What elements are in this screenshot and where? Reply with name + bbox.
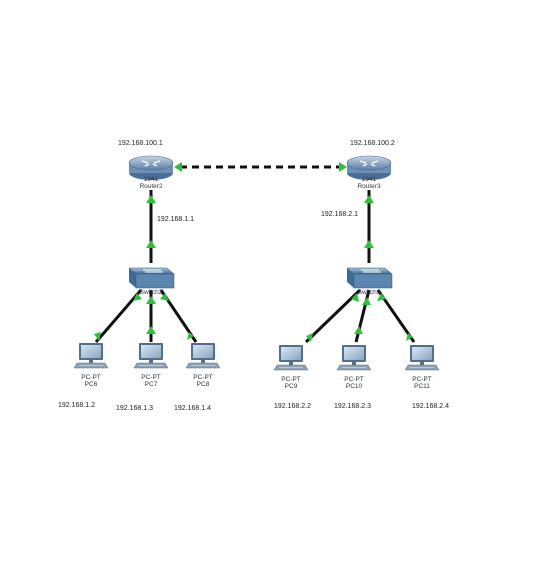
switch3-icon[interactable] xyxy=(346,267,393,289)
pc9-icon[interactable] xyxy=(273,345,309,371)
port-up-indicator xyxy=(94,332,101,341)
port-up-indicator xyxy=(354,326,363,334)
pc6-ip-label: 192.168.1.2 xyxy=(58,402,95,409)
router3-lan-ip-label: 192.168.2.1 xyxy=(321,211,358,218)
pc7-ip-label: 192.168.1.3 xyxy=(116,405,153,412)
port-indicators xyxy=(94,162,413,342)
port-up-indicator xyxy=(339,162,347,172)
port-up-indicator xyxy=(406,333,413,341)
pc8-icon[interactable] xyxy=(185,343,221,369)
port-up-indicator xyxy=(174,162,182,172)
pc10-icon[interactable] xyxy=(336,345,372,371)
port-up-indicator xyxy=(146,240,156,248)
pc8-ip-label: 192.168.1.4 xyxy=(174,405,211,412)
port-up-indicator xyxy=(377,293,386,301)
port-up-indicator xyxy=(146,296,156,304)
port-up-indicator xyxy=(364,195,374,203)
port-up-indicator xyxy=(187,332,194,340)
router3-ip-label: 192.168.100.2 xyxy=(350,140,395,147)
pc9-ip-label: 192.168.2.2 xyxy=(274,403,311,410)
link-switch3-pc9[interactable] xyxy=(304,288,362,344)
link-switch2-pc6[interactable] xyxy=(94,289,143,343)
switch2-label: Switch2 xyxy=(139,289,163,296)
router2-model: 1941 xyxy=(143,176,159,183)
port-up-indicator xyxy=(351,293,359,302)
switch2-icon[interactable] xyxy=(128,267,175,289)
router2-ip-label: 192.168.100.1 xyxy=(118,140,163,147)
port-up-indicator xyxy=(362,297,371,305)
router3-label: 1941 Router3 xyxy=(354,176,384,191)
switch3-label: Switch3 xyxy=(357,289,381,296)
port-up-indicator xyxy=(306,333,313,342)
pc11-ip-label: 192.168.2.4 xyxy=(412,403,449,410)
pc11-icon[interactable] xyxy=(404,345,440,371)
router2-label: 1941 Router2 xyxy=(136,176,166,191)
port-up-indicator xyxy=(160,293,169,301)
router3-icon[interactable] xyxy=(346,155,392,180)
pc6-icon[interactable] xyxy=(73,343,109,369)
router3-model: 1941 xyxy=(361,176,377,183)
port-up-indicator xyxy=(146,326,156,334)
router2-lan-ip-label: 192.168.1.1 xyxy=(157,216,194,223)
router2-icon[interactable] xyxy=(128,155,174,180)
port-up-indicator xyxy=(146,195,156,203)
router2-name: Router2 xyxy=(139,182,163,190)
pc10-ip-label: 192.168.2.3 xyxy=(334,403,371,410)
router3-name: Router3 xyxy=(357,182,381,190)
port-up-indicator xyxy=(364,240,374,248)
links xyxy=(94,165,416,344)
port-up-indicator xyxy=(133,293,142,301)
pc7-icon[interactable] xyxy=(133,343,169,369)
